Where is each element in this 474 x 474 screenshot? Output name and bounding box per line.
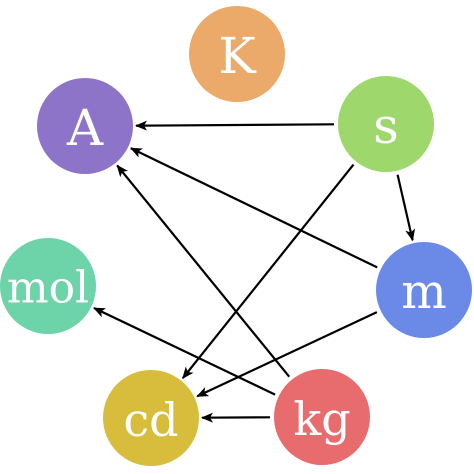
edge-m-to-cd [196,311,378,398]
node-kg: kg [274,369,370,465]
node-label-kg: kg [293,392,350,446]
edge-s-to-A [135,120,335,131]
node-mol: mol [0,238,96,334]
edge-kg-to-mol [93,307,276,396]
edge-s-to-m [396,174,416,242]
node-label-s: s [373,97,399,155]
edges-layer [93,120,416,423]
node-label-A: A [66,99,104,157]
node-s: s [338,76,434,172]
node-label-K: K [218,27,257,85]
node-circle-K [189,6,285,102]
node-circle-kg [274,369,370,465]
node-A: A [37,78,133,174]
node-circle-cd [103,370,199,466]
node-circle-mol [0,238,96,334]
node-label-mol: mol [7,263,89,314]
node-K: K [189,6,285,102]
edge-s-to-cd [181,163,355,379]
node-label-m: m [401,264,447,320]
node-circle-A [37,78,133,174]
edge-kg-to-A [116,164,291,378]
edge-m-to-A [129,147,378,269]
node-label-cd: cd [123,393,178,447]
node-cd: cd [103,370,199,466]
node-circle-m [376,242,472,338]
node-m: m [376,242,472,338]
node-circle-s [338,76,434,172]
